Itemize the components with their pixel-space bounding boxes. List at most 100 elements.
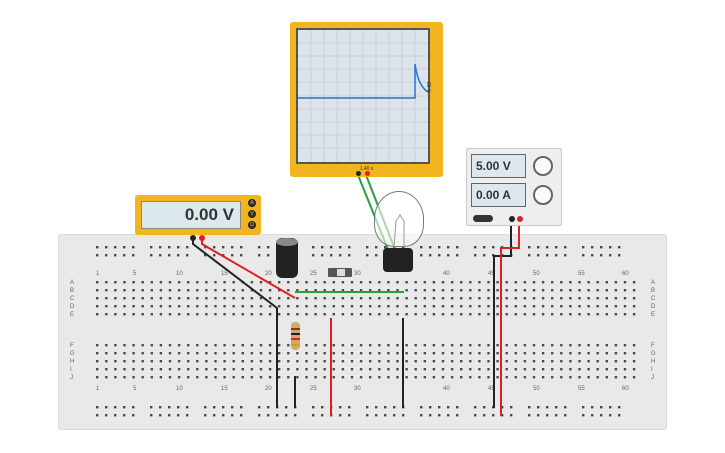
breadboard-hole[interactable] bbox=[278, 368, 281, 371]
rail-hole[interactable] bbox=[618, 414, 621, 417]
breadboard-hole[interactable] bbox=[305, 289, 308, 292]
breadboard-hole[interactable] bbox=[305, 352, 308, 355]
breadboard-hole[interactable] bbox=[132, 352, 135, 355]
rail-hole[interactable] bbox=[222, 406, 225, 409]
breadboard-hole[interactable] bbox=[259, 344, 263, 347]
breadboard-hole[interactable] bbox=[341, 344, 345, 347]
rail-hole[interactable] bbox=[420, 254, 423, 257]
rail-hole[interactable] bbox=[474, 414, 477, 417]
breadboard-hole[interactable] bbox=[177, 305, 181, 308]
breadboard-hole[interactable] bbox=[196, 376, 199, 379]
breadboard-hole[interactable] bbox=[478, 281, 481, 284]
breadboard-hole[interactable] bbox=[487, 376, 490, 379]
breadboard-hole[interactable] bbox=[514, 368, 517, 371]
breadboard-hole[interactable] bbox=[96, 297, 99, 300]
breadboard-hole[interactable] bbox=[159, 352, 163, 355]
breadboard-hole[interactable] bbox=[596, 376, 599, 379]
rail-hole[interactable] bbox=[213, 406, 216, 409]
breadboard-hole[interactable] bbox=[159, 305, 163, 308]
breadboard-hole[interactable] bbox=[587, 368, 590, 371]
breadboard-hole[interactable] bbox=[323, 352, 326, 355]
oscilloscope-probe-red[interactable] bbox=[365, 171, 370, 176]
breadboard-hole[interactable] bbox=[505, 289, 508, 292]
rail-hole[interactable] bbox=[582, 246, 585, 249]
breadboard-hole[interactable] bbox=[232, 344, 235, 347]
breadboard-hole[interactable] bbox=[396, 344, 399, 347]
breadboard-hole[interactable] bbox=[259, 368, 263, 371]
breadboard-hole[interactable] bbox=[405, 360, 408, 363]
breadboard-hole[interactable] bbox=[123, 344, 126, 347]
rail-hole[interactable] bbox=[447, 246, 450, 249]
rail-hole[interactable] bbox=[393, 406, 396, 409]
rail-hole[interactable] bbox=[213, 414, 216, 417]
breadboard-hole[interactable] bbox=[132, 360, 135, 363]
breadboard-hole[interactable] bbox=[296, 313, 299, 316]
rail-hole[interactable] bbox=[339, 406, 342, 409]
breadboard-hole[interactable] bbox=[405, 297, 408, 300]
breadboard-hole[interactable] bbox=[132, 289, 135, 292]
breadboard-hole[interactable] bbox=[387, 281, 390, 284]
breadboard[interactable]: 1 5 10 15 20 25 30 40 45 50 55 60 A B C … bbox=[58, 234, 667, 430]
rail-hole[interactable] bbox=[267, 406, 270, 409]
breadboard-hole[interactable] bbox=[232, 360, 235, 363]
breadboard-hole[interactable] bbox=[632, 376, 636, 379]
breadboard-hole[interactable] bbox=[177, 313, 181, 316]
breadboard-hole[interactable] bbox=[187, 344, 190, 347]
rail-hole[interactable] bbox=[186, 406, 189, 409]
breadboard-hole[interactable] bbox=[432, 305, 436, 308]
breadboard-hole[interactable] bbox=[605, 368, 608, 371]
breadboard-hole[interactable] bbox=[496, 376, 499, 379]
breadboard-hole[interactable] bbox=[268, 352, 272, 355]
rail-hole[interactable] bbox=[159, 406, 162, 409]
multimeter-ohms-button[interactable]: Ω bbox=[248, 221, 256, 229]
breadboard-hole[interactable] bbox=[187, 297, 190, 300]
breadboard-hole[interactable] bbox=[478, 289, 481, 292]
breadboard-hole[interactable] bbox=[105, 313, 108, 316]
breadboard-hole[interactable] bbox=[587, 281, 590, 284]
breadboard-hole[interactable] bbox=[450, 281, 454, 284]
breadboard-hole[interactable] bbox=[378, 313, 381, 316]
breadboard-hole[interactable] bbox=[196, 281, 199, 284]
breadboard-hole[interactable] bbox=[150, 352, 153, 355]
breadboard-hole[interactable] bbox=[378, 344, 381, 347]
rail-hole[interactable] bbox=[609, 246, 612, 249]
rail-hole[interactable] bbox=[312, 406, 315, 409]
breadboard-hole[interactable] bbox=[396, 368, 399, 371]
breadboard-hole[interactable] bbox=[268, 313, 272, 316]
breadboard-hole[interactable] bbox=[514, 352, 517, 355]
breadboard-hole[interactable] bbox=[223, 297, 226, 300]
breadboard-hole[interactable] bbox=[369, 305, 372, 308]
breadboard-hole[interactable] bbox=[105, 352, 108, 355]
breadboard-hole[interactable] bbox=[214, 281, 217, 284]
rail-hole[interactable] bbox=[114, 254, 117, 257]
breadboard-hole[interactable] bbox=[350, 352, 354, 355]
breadboard-hole[interactable] bbox=[560, 289, 563, 292]
rail-hole[interactable] bbox=[231, 254, 234, 257]
breadboard-hole[interactable] bbox=[532, 376, 536, 379]
breadboard-hole[interactable] bbox=[532, 313, 536, 316]
breadboard-hole[interactable] bbox=[623, 313, 627, 316]
breadboard-hole[interactable] bbox=[423, 344, 426, 347]
breadboard-hole[interactable] bbox=[541, 305, 545, 308]
breadboard-hole[interactable] bbox=[150, 376, 153, 379]
breadboard-hole[interactable] bbox=[250, 368, 254, 371]
breadboard-hole[interactable] bbox=[505, 344, 508, 347]
breadboard-hole[interactable] bbox=[159, 297, 163, 300]
rail-hole[interactable] bbox=[204, 246, 207, 249]
breadboard-hole[interactable] bbox=[287, 281, 290, 284]
rail-hole[interactable] bbox=[96, 254, 99, 257]
breadboard-hole[interactable] bbox=[496, 289, 499, 292]
breadboard-hole[interactable] bbox=[250, 289, 254, 292]
breadboard-hole[interactable] bbox=[460, 368, 463, 371]
breadboard-hole[interactable] bbox=[496, 360, 499, 363]
breadboard-hole[interactable] bbox=[205, 297, 208, 300]
breadboard-hole[interactable] bbox=[523, 360, 527, 363]
breadboard-hole[interactable] bbox=[387, 352, 390, 355]
breadboard-hole[interactable] bbox=[587, 313, 590, 316]
breadboard-hole[interactable] bbox=[223, 289, 226, 292]
breadboard-hole[interactable] bbox=[523, 368, 527, 371]
rail-hole[interactable] bbox=[132, 246, 135, 249]
breadboard-hole[interactable] bbox=[278, 360, 281, 363]
breadboard-hole[interactable] bbox=[505, 360, 508, 363]
rail-hole[interactable] bbox=[159, 414, 162, 417]
